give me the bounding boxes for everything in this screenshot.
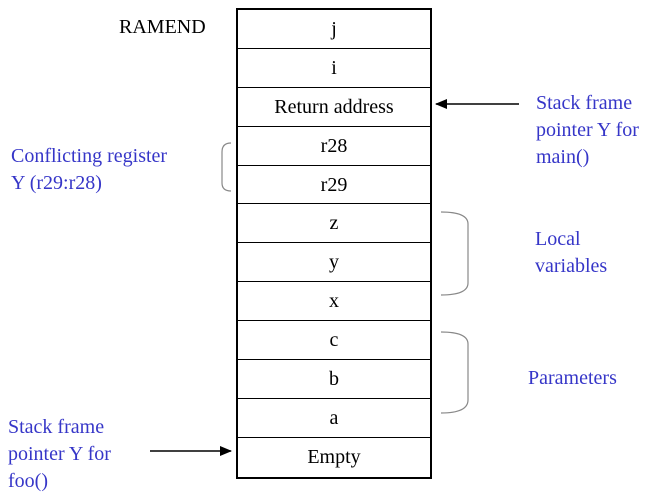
foo-fp-line-2: pointer Y for	[8, 443, 111, 465]
ramend-label: RAMEND	[119, 16, 206, 38]
stack-cell-j: j	[238, 10, 430, 49]
stack-cell-x: x	[238, 282, 430, 322]
params-bracket	[440, 331, 469, 414]
conflict-line-1: Conflicting register	[11, 145, 168, 167]
conflicting-register-label: Conflicting register Y (r29:r28)	[11, 143, 167, 197]
stack-cell-r29: r29	[238, 166, 430, 205]
foo-fp-line-1: Stack frame	[8, 416, 105, 438]
foo-fp-label: Stack frame pointer Y for foo()	[8, 414, 111, 495]
stack-memory-column: j i Return address r28 r29 z y x c b a E…	[236, 8, 432, 479]
stack-cell-z: z	[238, 204, 430, 244]
stack-cell-return-address: Return address	[238, 88, 430, 127]
stack-cell-y: y	[238, 243, 430, 283]
locals-bracket	[440, 211, 469, 296]
locals-line-2: variables	[535, 255, 608, 277]
main-fp-line-3: main()	[536, 146, 590, 168]
conflict-bracket	[221, 142, 232, 192]
stack-cell-b: b	[238, 360, 430, 399]
parameters-label: Parameters	[528, 367, 617, 389]
locals-line-1: Local	[535, 228, 581, 250]
conflict-line-2: Y (r29:r28)	[11, 172, 102, 194]
main-fp-line-2: pointer Y for	[536, 119, 639, 141]
main-fp-label: Stack frame pointer Y for main()	[536, 90, 639, 171]
local-variables-label: Local variables	[535, 226, 607, 280]
foo-fp-line-3: foo()	[8, 470, 48, 492]
stack-cell-c: c	[238, 321, 430, 361]
stack-cell-i: i	[238, 49, 430, 88]
stack-cell-r28: r28	[238, 127, 430, 166]
stack-cell-a: a	[238, 399, 430, 438]
main-fp-line-1: Stack frame	[536, 92, 633, 114]
stack-cell-empty: Empty	[307, 445, 361, 468]
